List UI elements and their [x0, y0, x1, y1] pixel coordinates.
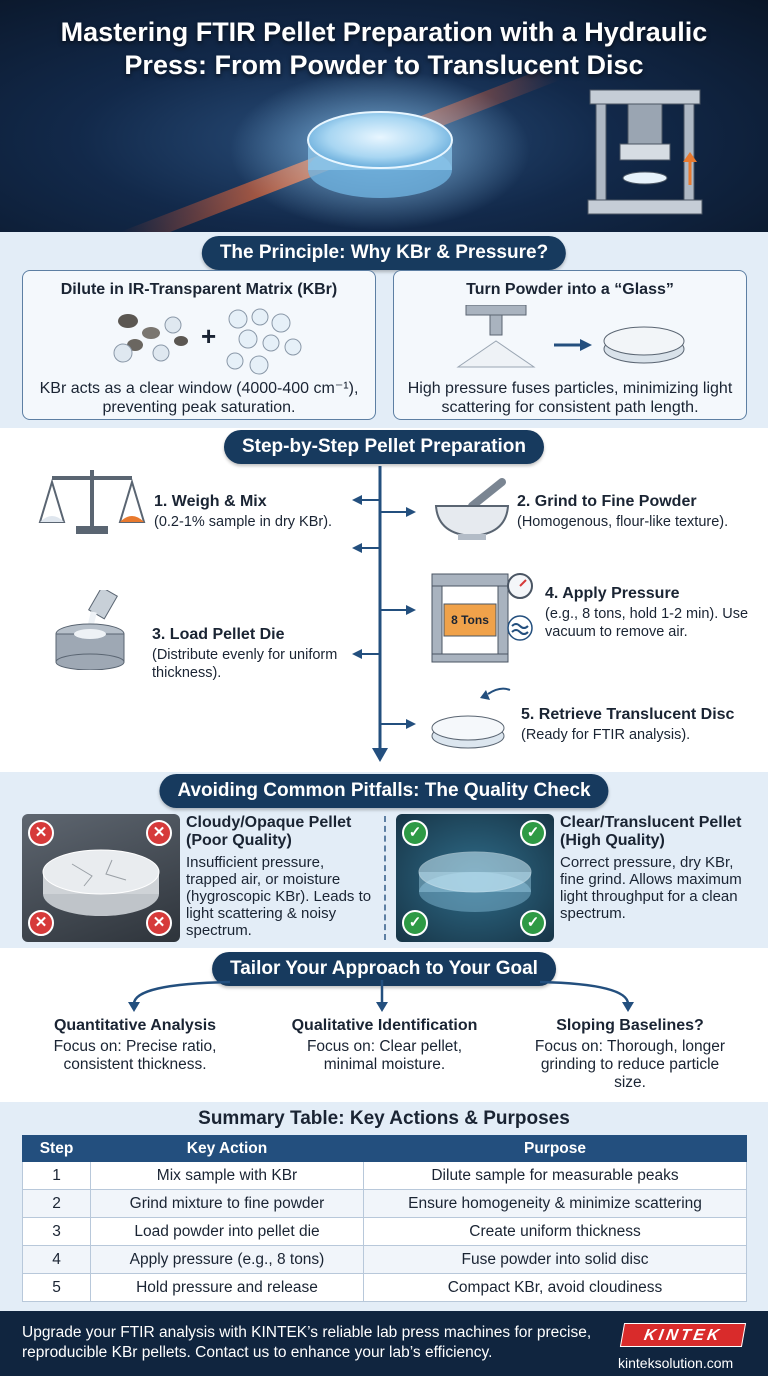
- step-5-title: 5. Retrieve Translucent Disc: [521, 706, 735, 723]
- table-cell: Load powder into pellet die: [90, 1217, 364, 1246]
- table-cell: 1: [22, 1161, 91, 1190]
- step-1-title: 1. Weigh & Mix: [154, 493, 267, 510]
- table-cell: Dilute sample for measurable peaks: [363, 1161, 747, 1190]
- press-gauge-icon: [431, 573, 533, 663]
- translucent-disc-icon: [431, 687, 511, 749]
- arrow-up-icon: [683, 152, 697, 185]
- press-force-label: 8 Tons: [451, 613, 489, 627]
- hero-banner: Mastering FTIR Pellet Preparation with a…: [0, 0, 768, 232]
- hydraulic-press-icon: [587, 89, 703, 215]
- table-header-row: Step Key Action Purpose: [22, 1135, 747, 1162]
- table-cell: Compact KBr, avoid cloudiness: [363, 1273, 747, 1302]
- clear-pellet-image: ✓ ✓ ✓ ✓: [396, 814, 554, 942]
- steps-section: [0, 428, 768, 772]
- table-cell: 3: [22, 1217, 91, 1246]
- goal-quantitative-text: Focus on: Precise ratio, consistent thic…: [53, 1038, 217, 1073]
- step-4-desc: (e.g., 8 tons, hold 1-2 min). Use vacuum…: [545, 606, 749, 640]
- good-pellet-text: Correct pressure, dry KBr, fine grind. A…: [560, 854, 742, 922]
- table-cell: Create uniform thickness: [363, 1217, 747, 1246]
- close-icon: ✕: [28, 910, 54, 936]
- website-link[interactable]: kinteksolution.com: [618, 1355, 734, 1371]
- bad-pellet-title: Cloudy/Opaque Pellet (Poor Quality): [186, 814, 352, 849]
- check-icon: ✓: [402, 910, 428, 936]
- card-text: High pressure fuses particles, minimizin…: [407, 380, 733, 416]
- goal-baselines-text: Focus on: Thorough, longer grinding to r…: [534, 1038, 726, 1091]
- column-header: Purpose: [363, 1135, 747, 1162]
- step-3-title: 3. Load Pellet Die: [152, 626, 285, 643]
- check-icon: ✓: [520, 820, 546, 846]
- divider: [384, 816, 386, 940]
- close-icon: ✕: [146, 820, 172, 846]
- step-3-desc: (Distribute evenly for uniform thickness…: [152, 647, 338, 681]
- step-1-desc: (0.2-1% sample in dry KBr).: [154, 514, 333, 530]
- table-cell: 2: [22, 1189, 91, 1218]
- mortar-pestle-icon: [434, 478, 510, 540]
- table-row: 1 Mix sample with KBr Dilute sample for …: [22, 1161, 747, 1190]
- pitfalls-heading: Avoiding Common Pitfalls: The Quality Ch…: [159, 774, 609, 808]
- cloudy-pellet-icon: [42, 849, 160, 916]
- kintek-logo: KINTEK: [619, 1323, 747, 1347]
- footer: Upgrade your FTIR analysis with KINTEK’s…: [0, 1311, 768, 1376]
- card-text: KBr acts as a clear window (4000-400 cm⁻…: [39, 380, 359, 416]
- press-to-disc-icon: [456, 305, 685, 368]
- table-row: 4 Apply pressure (e.g., 8 tons) Fuse pow…: [22, 1245, 747, 1274]
- goal-quantitative-title: Quantitative Analysis: [53, 1017, 217, 1034]
- step-2-title: 2. Grind to Fine Powder: [517, 493, 697, 510]
- table-row: 5 Hold pressure and release Compact KBr,…: [22, 1273, 747, 1302]
- clear-pellet-icon: [418, 851, 532, 912]
- step-5-desc: (Ready for FTIR analysis).: [521, 727, 691, 743]
- goal-qualitative-title: Qualitative Identification: [291, 1017, 478, 1034]
- table-cell: Mix sample with KBr: [90, 1161, 364, 1190]
- page-title: Mastering FTIR Pellet Preparation with a…: [60, 17, 708, 80]
- steps-heading: Step-by-Step Pellet Preparation: [223, 430, 545, 464]
- pellet-die-icon: [55, 590, 125, 670]
- principle-card-dilute: Dilute in IR-Transparent Matrix (KBr) + …: [22, 270, 376, 420]
- powder-mix-icon: +: [113, 308, 302, 375]
- footer-text: Upgrade your FTIR analysis with KINTEK’s…: [22, 1324, 592, 1361]
- bad-pellet-text: Insufficient pressure, trapped air, or m…: [186, 854, 372, 939]
- close-icon: ✕: [28, 820, 54, 846]
- table-cell: Apply pressure (e.g., 8 tons): [90, 1245, 364, 1274]
- good-pellet-title: Clear/Translucent Pellet (High Quality): [560, 814, 742, 849]
- principle-card-glass: Turn Powder into a “Glass” High pressure…: [393, 270, 747, 420]
- close-icon: ✕: [146, 910, 172, 936]
- balance-scale-icon: [38, 470, 146, 534]
- steps-flow-arrows: [352, 466, 416, 762]
- table-cell: 4: [22, 1245, 91, 1274]
- card-title: Turn Powder into a “Glass”: [466, 281, 674, 298]
- goal-baselines-title: Sloping Baselines?: [556, 1017, 704, 1034]
- summary-table: Step Key Action Purpose 1 Mix sample wit…: [22, 1135, 747, 1302]
- goals-branch-arrows: [128, 980, 634, 1012]
- card-title: Dilute in IR-Transparent Matrix (KBr): [60, 281, 338, 298]
- column-header: Step: [22, 1135, 91, 1162]
- cloudy-pellet-image: ✕ ✕ ✕ ✕: [22, 814, 180, 942]
- principle-heading: The Principle: Why KBr & Pressure?: [201, 236, 567, 270]
- column-header: Key Action: [90, 1135, 364, 1162]
- table-cell: Ensure homogeneity & minimize scattering: [363, 1189, 747, 1218]
- table-cell: 5: [22, 1273, 91, 1302]
- table-row: 2 Grind mixture to fine powder Ensure ho…: [22, 1189, 747, 1218]
- table-cell: Fuse powder into solid disc: [363, 1245, 747, 1274]
- glass-disc-icon: [307, 111, 453, 198]
- check-icon: ✓: [520, 910, 546, 936]
- summary-heading: Summary Table: Key Actions & Purposes: [198, 1108, 570, 1129]
- hero-illustration: [120, 70, 703, 232]
- goal-qualitative-text: Focus on: Clear pellet, minimal moisture…: [306, 1038, 463, 1073]
- svg-text:+: +: [201, 321, 216, 351]
- step-2-desc: (Homogenous, flour-like texture).: [517, 514, 729, 530]
- table-row: 3 Load powder into pellet die Create uni…: [22, 1217, 747, 1246]
- goals-heading: Tailor Your Approach to Your Goal: [212, 952, 556, 986]
- step-4-title: 4. Apply Pressure: [545, 585, 680, 602]
- table-cell: Hold pressure and release: [90, 1273, 364, 1302]
- check-icon: ✓: [402, 820, 428, 846]
- table-cell: Grind mixture to fine powder: [90, 1189, 364, 1218]
